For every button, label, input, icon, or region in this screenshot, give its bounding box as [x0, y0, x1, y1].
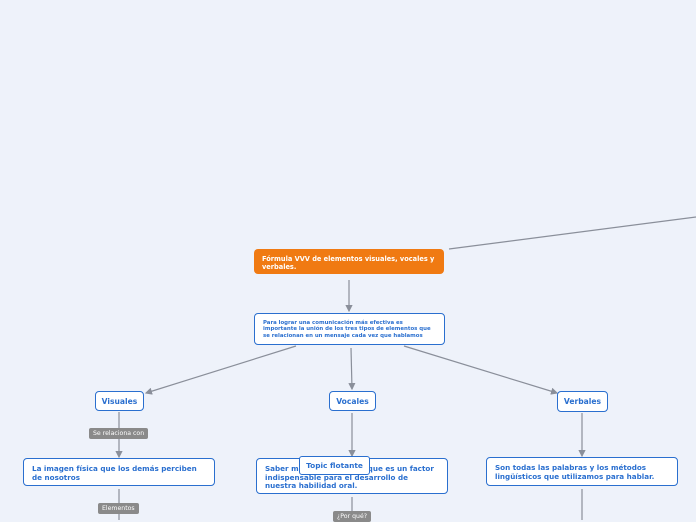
label-relates[interactable]: Se relaciona con: [89, 428, 149, 439]
root-topic[interactable]: Fórmula VVV de elementos visuales, vocal…: [254, 249, 444, 274]
label-why[interactable]: ¿Por qué?: [333, 511, 372, 522]
branch-visuales[interactable]: Visuales: [95, 391, 144, 411]
branch-vocales-text: Vocales: [336, 397, 369, 406]
connector-main-vocales: [348, 347, 356, 391]
connector-main-visuales: [144, 345, 297, 395]
root-topic-text: Fórmula VVV de elementos visuales, vocal…: [262, 255, 435, 271]
floating-topic[interactable]: Topic flotante: [299, 456, 370, 475]
branch-verbales[interactable]: Verbales: [557, 391, 608, 412]
connector-offscreen: [448, 216, 696, 250]
leaf-verbales-text: Son todas las palabras y los métodos lin…: [495, 463, 655, 481]
leaf-visuales[interactable]: La imagen física que los demás perciben …: [23, 458, 215, 486]
main-topic-text: Para lograr una comunicación más efectiv…: [263, 320, 431, 339]
main-topic[interactable]: Para lograr una comunicación más efectiv…: [254, 313, 445, 345]
leaf-visuales-text: La imagen física que los demás perciben …: [32, 464, 197, 482]
connector-main-verbales: [403, 345, 559, 395]
leaf-verbales[interactable]: Son todas las palabras y los métodos lin…: [486, 457, 678, 486]
branch-vocales[interactable]: Vocales: [329, 391, 376, 411]
label-elements[interactable]: Elementos: [98, 503, 139, 514]
branch-visuales-text: Visuales: [101, 397, 138, 406]
branch-verbales-text: Verbales: [563, 397, 602, 406]
